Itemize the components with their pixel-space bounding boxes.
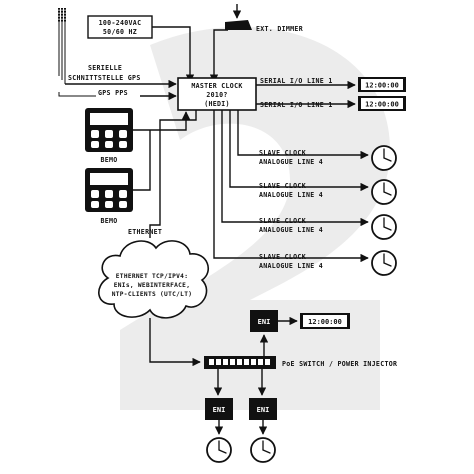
bemo-unit-2 [85,168,133,212]
bemo-label-2: BEMO [100,217,117,225]
cloud-line2: ENIs, WEBINTERFACE, [114,282,190,289]
eni-bottom-label-2: ENI [257,406,270,414]
eni-top-label: ENI [258,318,271,326]
slave-label-4a: SLAVE CLOCK [259,253,306,261]
slave-label-4b: ANALOGUE LINE 4 [259,262,323,270]
serial-label-2: SERIAL I/O LINE 1 [260,101,333,109]
eni-top-display-text: 12:00:00 [308,318,342,326]
gps-pps-label: GPS PPS [98,89,128,97]
slave-label-3a: SLAVE CLOCK [259,217,306,225]
serial-display-2-text: 12:00:00 [365,101,399,109]
slave-label-2a: SLAVE CLOCK [259,182,306,190]
clock-icon [371,179,397,205]
power-line1: 100-240VAC [99,19,142,27]
clock-icon [371,250,397,276]
bemo-wire-2 [133,130,151,191]
slave-clock-wiring [213,110,369,263]
ext-dimmer: EXT. DIMMER [225,4,303,33]
master-clock-sub: (HEDI) [204,100,230,108]
dimmer-wire [209,29,228,83]
serial-label-1: SERIAL I/O LINE 1 [260,77,333,85]
power-line2: 50/60 HZ [103,28,137,36]
eni-top-box: ENI [250,310,278,332]
gps-serial-line1: SERIELLE [88,64,122,72]
ethernet-wire [149,110,197,238]
dimmer-icon [225,20,252,30]
slave-label-1a: SLAVE CLOCK [259,149,306,157]
power-wire [152,26,195,83]
cloud-line3: NTP-CLIENTS (UTC/LT) [112,291,193,298]
cloud-line1: ETHERNET TCP/IPV4: [116,273,188,280]
input-cable-lines [58,8,66,84]
cloud-to-switch-wire [149,318,201,367]
clock-icon [371,145,397,171]
serial-display-1-text: 12:00:00 [365,82,399,90]
ethernet-cloud: ETHERNET TCP/IPV4: ENIs, WEBINTERFACE, N… [98,240,210,319]
eni-bottom-box-2: ENI [249,398,277,420]
ext-dimmer-label: EXT. DIMMER [256,25,303,33]
slave-label-1b: ANALOGUE LINE 4 [259,158,323,166]
serial-display-1: 12:00:00 [358,77,406,92]
eni-bottom-label-1: ENI [213,406,226,414]
master-clock-box: MASTER CLOCK 2010? (HEDI) [177,77,257,111]
bemo-unit-1 [85,108,133,152]
serial-display-2: 12:00:00 [358,96,406,111]
eni-bottom-box-1: ENI [205,398,233,420]
bemo-label-1: BEMO [100,156,117,164]
clock-icon [206,437,232,463]
slave-label-2b: ANALOGUE LINE 4 [259,191,323,199]
eni-top-display: 12:00:00 [300,313,350,329]
ethernet-label: ETHERNET [128,228,162,236]
clock-icon [371,214,397,240]
poe-switch [204,356,276,369]
power-supply-box: 100-240VAC 50/60 HZ [87,15,153,39]
clock-icon [250,437,276,463]
master-clock-model: 2010? [206,91,227,99]
poe-switch-label: PoE SWITCH / POWER INJECTOR [282,360,397,368]
slave-label-3b: ANALOGUE LINE 4 [259,226,323,234]
master-clock-title: MASTER CLOCK [191,82,242,90]
gps-serial-line2: SCHNITTSTELLE GPS [68,74,141,82]
